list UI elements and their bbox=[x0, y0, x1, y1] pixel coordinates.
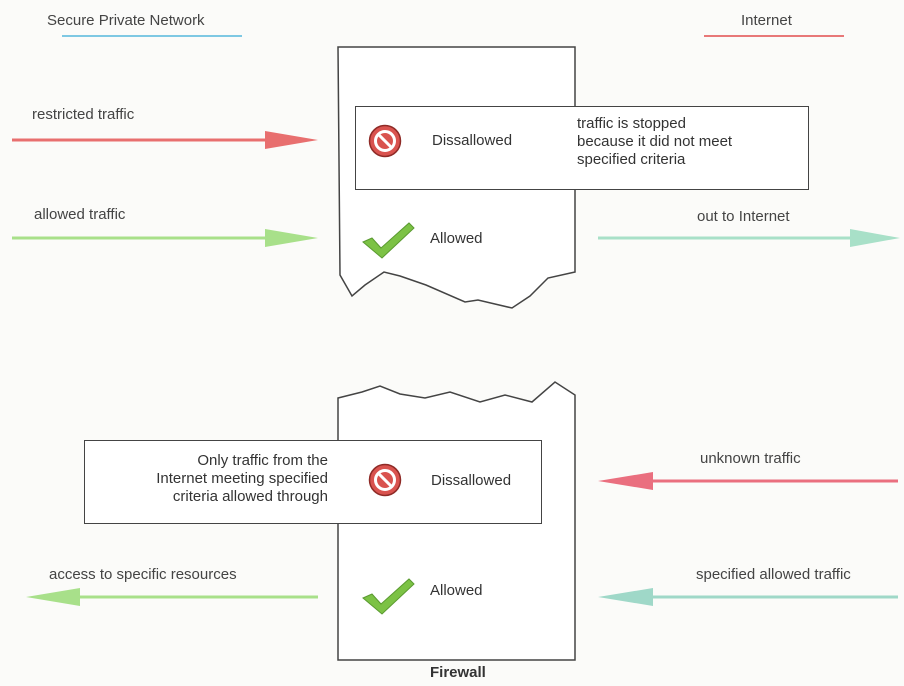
outbound-callout-text: traffic is stopped because it did not me… bbox=[577, 115, 733, 168]
firewall-label: Firewall bbox=[430, 664, 486, 681]
out-to-internet-arrow bbox=[598, 229, 900, 247]
restricted-traffic-label: restricted traffic bbox=[32, 106, 135, 123]
inbound-disallowed-label: Dissallowed bbox=[431, 472, 512, 489]
check-icon bbox=[362, 578, 415, 615]
unknown-traffic-arrow bbox=[598, 472, 898, 490]
outbound-allowed-label: Allowed bbox=[430, 230, 483, 247]
allowed-traffic-label: allowed traffic bbox=[34, 206, 126, 223]
private-network-legend-label: Secure Private Network bbox=[47, 12, 205, 29]
access-to-resources-label: access to specific resources bbox=[49, 566, 237, 583]
internet-legend-line bbox=[704, 35, 844, 37]
private-network-legend-line bbox=[62, 35, 242, 37]
inbound-allowed-label: Allowed bbox=[430, 582, 483, 599]
inbound-callout-text: Only traffic from the Internet meeting s… bbox=[156, 452, 328, 505]
outbound-callout-box bbox=[355, 106, 809, 190]
internet-legend-label: Internet bbox=[741, 12, 792, 29]
specified-allowed-traffic-arrow bbox=[598, 588, 898, 606]
stop-icon bbox=[368, 463, 402, 497]
specified-allowed-traffic-label: specified allowed traffic bbox=[696, 566, 851, 583]
out-to-internet-label: out to Internet bbox=[697, 208, 790, 225]
access-to-resources-arrow bbox=[26, 588, 318, 606]
outbound-disallowed-label: Dissallowed bbox=[432, 132, 513, 149]
check-icon bbox=[362, 222, 415, 259]
restricted-traffic-arrow bbox=[12, 131, 318, 149]
stop-icon bbox=[368, 124, 402, 158]
allowed-traffic-arrow bbox=[12, 229, 318, 247]
unknown-traffic-label: unknown traffic bbox=[700, 450, 801, 467]
inbound-callout-box bbox=[84, 440, 542, 524]
